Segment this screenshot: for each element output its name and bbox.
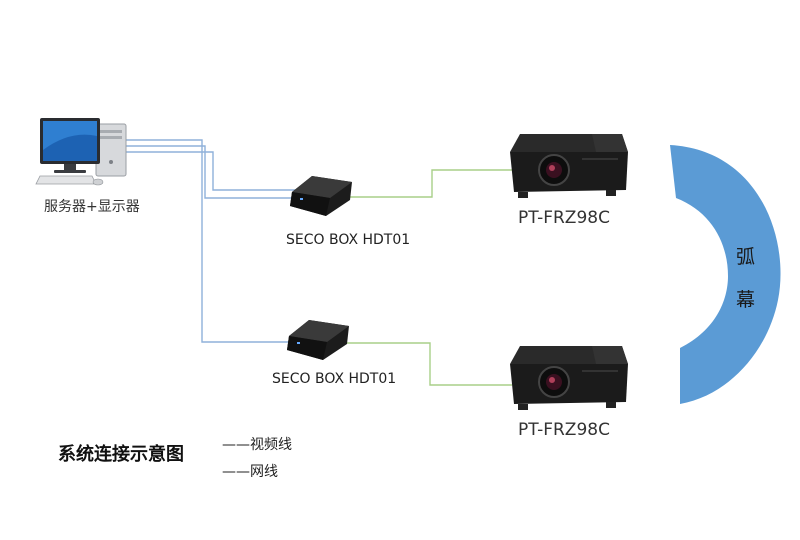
video-line-top [124,145,296,199]
video-line-top-2 [124,151,296,191]
diagram-title: 系统连接示意图 [58,444,184,465]
screen-label-line1: 弧 [736,246,756,268]
hdbaset-box-bottom [287,320,349,360]
projector-top-label: PT-FRZ98C [518,208,610,228]
projector-bottom [510,346,628,410]
box-top-label: SECO BOX HDT01 [286,232,411,248]
projector-bottom-label: PT-FRZ98C [518,420,610,440]
curved-screen-icon [670,145,781,404]
network-line-top [345,169,512,198]
hdbaset-box-top [290,176,352,216]
legend-network: ——网线 [222,464,278,480]
desktop-computer-icon [35,118,127,186]
screen-label-line2: 幕 [736,289,756,311]
network-line-bottom [345,342,512,386]
video-line-bottom [124,139,296,343]
server-label: 服务器+显示器 [44,199,140,215]
legend-video: ——视频线 [222,437,292,453]
projector-top [510,134,628,198]
box-bottom-label: SECO BOX HDT01 [272,371,397,387]
